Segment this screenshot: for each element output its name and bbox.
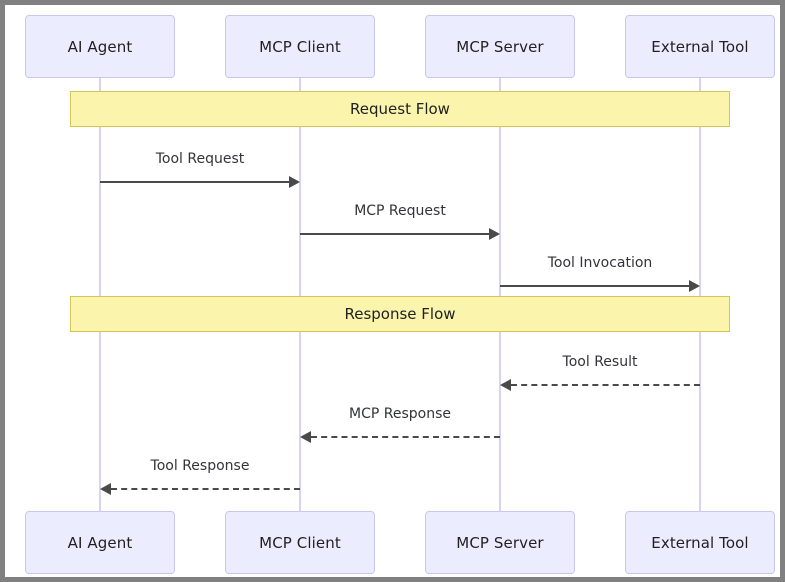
arrow-head-tool-invocation xyxy=(689,280,700,292)
message-label-mcp-request: MCP Request xyxy=(354,203,446,219)
arrow-head-mcp-response xyxy=(300,431,311,443)
participant-header-external-tool[interactable]: External Tool xyxy=(625,15,775,78)
region-banner-response-flow: Response Flow xyxy=(70,296,730,332)
participant-label: AI Agent xyxy=(67,37,133,56)
participant-header-ai-agent[interactable]: AI Agent xyxy=(25,15,175,78)
participant-label: AI Agent xyxy=(67,533,133,552)
participant-footer-mcp-client[interactable]: MCP Client xyxy=(225,511,375,574)
message-label-tool-response: Tool Response xyxy=(150,458,250,474)
participant-label: External Tool xyxy=(651,37,749,56)
participant-footer-external-tool[interactable]: External Tool xyxy=(625,511,775,574)
participant-label: MCP Client xyxy=(259,37,341,56)
participant-label: External Tool xyxy=(651,533,749,552)
message-label-tool-invocation: Tool Invocation xyxy=(547,255,653,271)
region-banner-request-flow: Request Flow xyxy=(70,91,730,127)
arrow-head-tool-response xyxy=(100,483,111,495)
region-label: Request Flow xyxy=(350,100,450,118)
message-line-mcp-response xyxy=(311,436,500,438)
participant-header-mcp-client[interactable]: MCP Client xyxy=(225,15,375,78)
participant-footer-ai-agent[interactable]: AI Agent xyxy=(25,511,175,574)
participant-label: MCP Server xyxy=(456,37,544,56)
participant-label: MCP Client xyxy=(259,533,341,552)
message-line-tool-request xyxy=(100,181,289,183)
participant-header-mcp-server[interactable]: MCP Server xyxy=(425,15,575,78)
message-line-mcp-request xyxy=(300,233,489,235)
region-label: Response Flow xyxy=(344,305,456,323)
lifeline-mcp-server xyxy=(499,78,501,511)
lifeline-ai-agent xyxy=(99,78,101,511)
lifeline-mcp-client xyxy=(299,78,301,511)
message-label-tool-result: Tool Result xyxy=(562,354,638,370)
message-line-tool-invocation xyxy=(500,285,689,287)
participant-label: MCP Server xyxy=(456,533,544,552)
arrow-head-mcp-request xyxy=(489,228,500,240)
arrow-head-tool-request xyxy=(289,176,300,188)
message-line-tool-response xyxy=(111,488,300,490)
arrow-head-tool-result xyxy=(500,379,511,391)
message-label-tool-request: Tool Request xyxy=(155,151,245,167)
lifeline-external-tool xyxy=(699,78,701,511)
message-label-mcp-response: MCP Response xyxy=(349,406,451,422)
message-line-tool-result xyxy=(511,384,700,386)
participant-footer-mcp-server[interactable]: MCP Server xyxy=(425,511,575,574)
